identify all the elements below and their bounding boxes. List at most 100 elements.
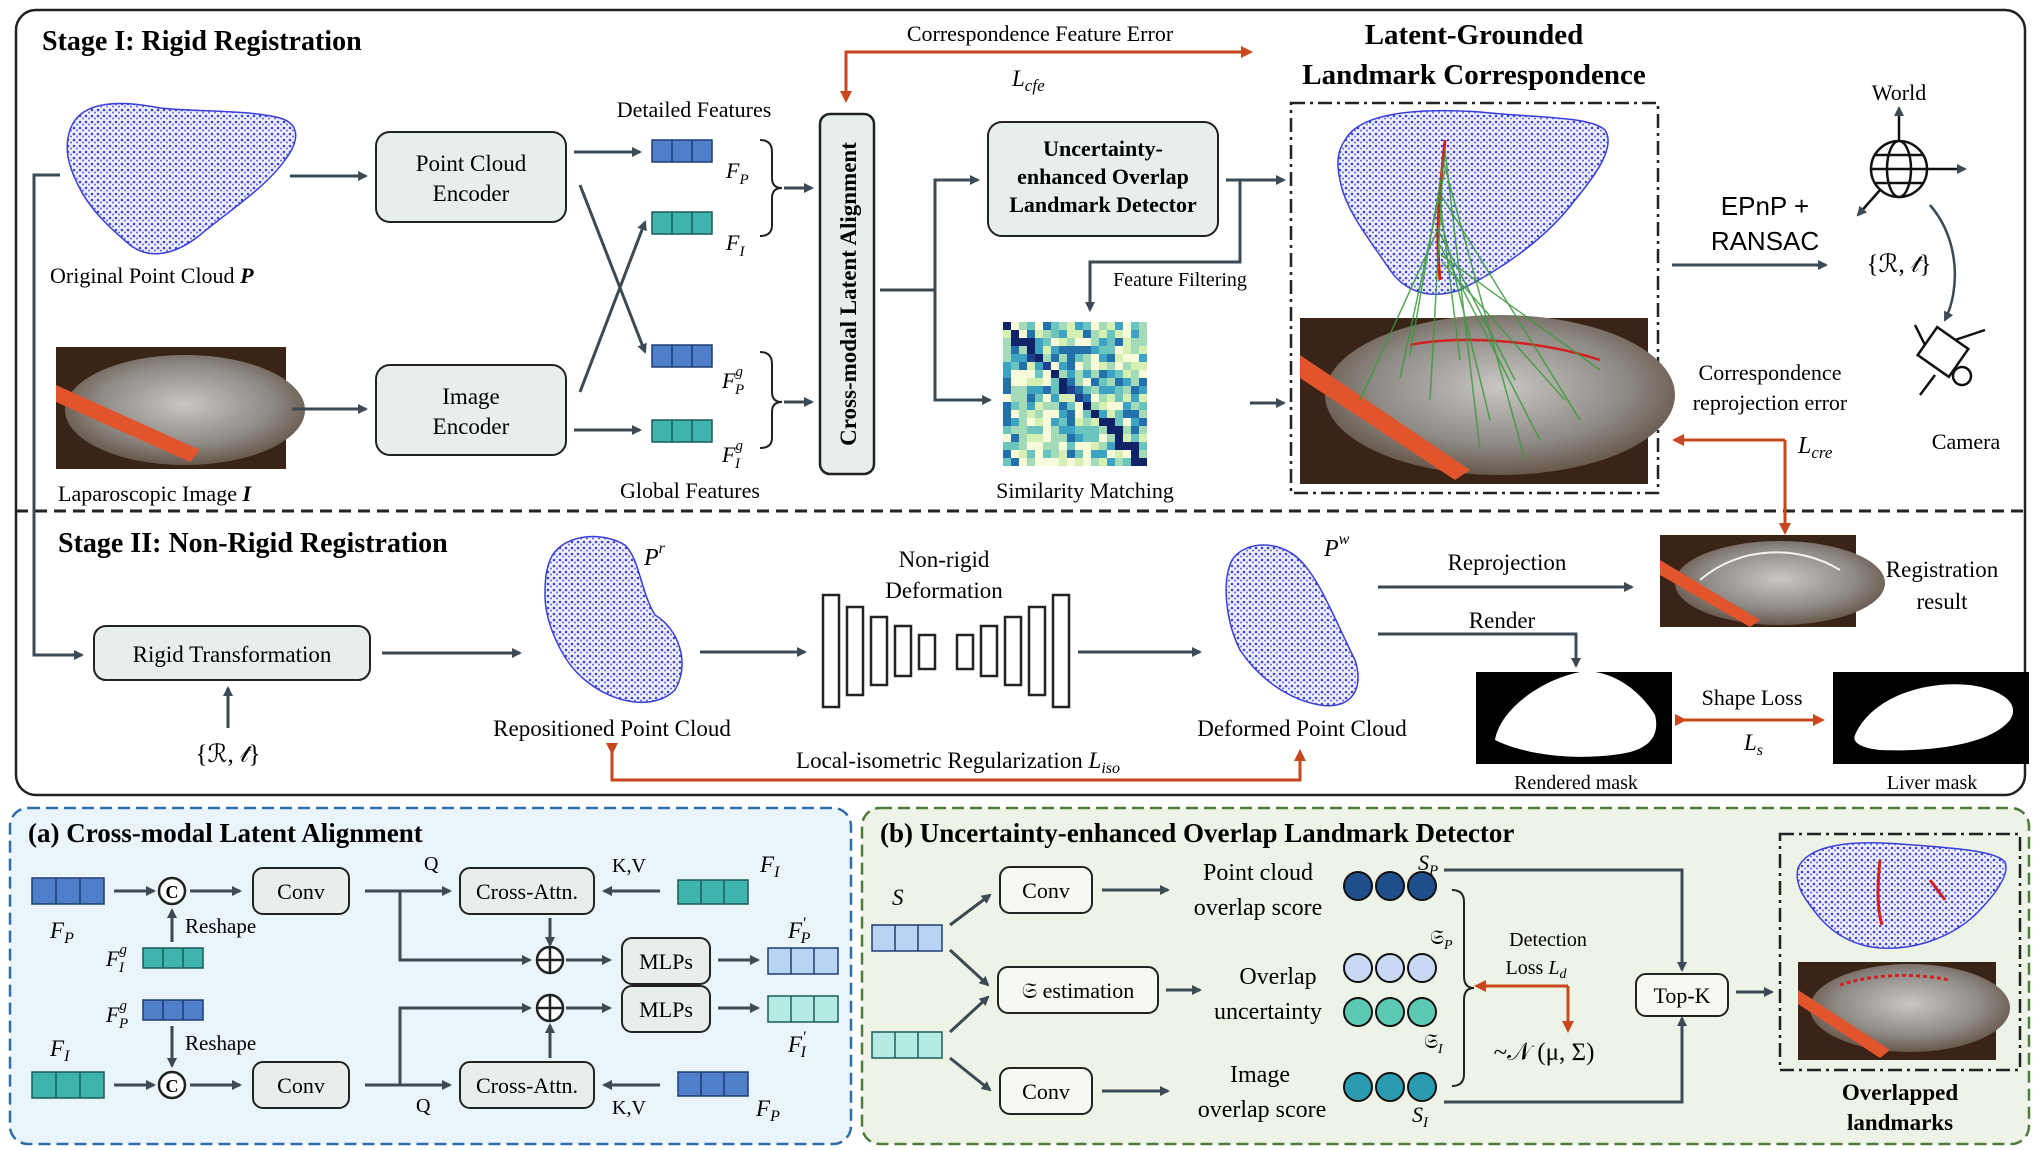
similarity-cell [1035,418,1043,426]
similarity-cell [1107,346,1115,354]
lglc-liver-pointcloud [1337,109,1609,295]
panel-a-kv-top: K,V [612,855,646,877]
similarity-cell [1043,346,1051,354]
similarity-cell [1003,450,1011,458]
similarity-cell [1059,330,1067,338]
feature-fp-detailed [651,139,713,163]
similarity-cell [1043,426,1051,434]
cre-label-1: Correspondence [1699,360,1842,385]
similarity-cell [1115,426,1123,434]
epnp-line1: EPnP + [1721,191,1809,221]
similarity-cell [1043,330,1051,338]
similarity-cell [1027,450,1035,458]
panel-b-frame [860,806,2031,1146]
lglc-title-1: Latent-Grounded [1365,19,1584,51]
similarity-cell [1075,354,1083,362]
rendered-mask-label: Rendered mask [1514,772,1638,794]
similarity-cell [1139,362,1147,370]
similarity-cell [1075,418,1083,426]
panel-a-fp-prime-out [767,947,839,975]
stage1-title: Stage I: Rigid Registration [42,26,362,57]
similarity-cell [1003,386,1011,394]
panel-b-detection-2: Loss Ld [1506,957,1568,982]
similarity-cell [1075,370,1083,378]
panel-b-topk-box [1635,973,1729,1017]
similarity-cell [1075,362,1083,370]
panel-a-concat-top [157,876,187,906]
similarity-cell [1035,442,1043,450]
similarity-cell [1035,322,1043,330]
similarity-cell [1051,362,1059,370]
similarity-cell [1019,354,1027,362]
similarity-cell [1099,370,1107,378]
similarity-cell [1067,322,1075,330]
similarity-cell [1123,458,1131,466]
similarity-cell [1019,434,1027,442]
similarity-cell [1131,434,1139,442]
similarity-cell [1083,354,1091,362]
panel-a-fi-input [31,1071,105,1099]
panel-b-landmarks-frame [1778,832,2022,1072]
panel-b-frak-i-circles [1343,997,1437,1027]
similarity-cell [1003,370,1011,378]
similarity-cell [1019,370,1027,378]
similarity-cell [1083,346,1091,354]
similarity-cell [1107,434,1115,442]
registration-result-2: result [1916,589,1968,614]
similarity-cell [1075,330,1083,338]
similarity-cell [1003,418,1011,426]
panel-b-fp-label: S [892,885,904,910]
similarity-cell [1019,322,1027,330]
similarity-cell [1067,362,1075,370]
rigid-transformation-box [93,625,371,681]
similarity-cell [1027,458,1035,466]
similarity-cell [1123,402,1131,410]
similarity-cell [1123,370,1131,378]
similarity-cell [1067,418,1075,426]
similarity-cell [1027,322,1035,330]
image-encoder-line2: Encoder [433,414,510,439]
similarity-cell [1027,346,1035,354]
similarity-cell [1083,402,1091,410]
similarity-cell [1123,394,1131,402]
similarity-cell [1139,378,1147,386]
cre-label-2: reprojection error [1693,390,1848,415]
similarity-cell [1035,458,1043,466]
similarity-cell [1019,426,1027,434]
panel-b-frak-p-label: 𝔖P [1430,927,1453,953]
panel-a-mlps-top [621,937,711,985]
similarity-matrix [1003,322,1147,466]
similarity-cell [1011,338,1019,346]
feature-fi-detailed [651,211,713,235]
lglc-frame [1289,101,1660,495]
similarity-cell [1043,418,1051,426]
similarity-cell [1011,426,1019,434]
similarity-cell [1059,458,1067,466]
similarity-cell [1051,322,1059,330]
similarity-cell [1083,330,1091,338]
similarity-cell [1027,426,1035,434]
similarity-cell [1067,458,1075,466]
panel-b-conv-top-label: Conv [1022,878,1070,903]
deformed-label: Deformed Point Cloud [1197,716,1407,741]
panel-b-frak-i-label: 𝔖I [1424,1031,1444,1057]
repositioned-point-cloud [544,535,683,703]
similarity-cell [1083,338,1091,346]
nonrigid-line1: Non-rigid [899,547,990,572]
similarity-cell [1083,434,1091,442]
reprojection-label: Reprojection [1448,550,1567,575]
similarity-cell [1027,362,1035,370]
similarity-cell [1099,330,1107,338]
rt-stage2: {ℛ, 𝓉} [196,741,261,768]
panel-b-arrow-fp-conv [949,893,992,927]
similarity-cell [1091,322,1099,330]
similarity-cell [1059,434,1067,442]
similarity-cell [1043,450,1051,458]
similarity-cell [1035,362,1043,370]
similarity-cell [1019,418,1027,426]
panel-b-arrow-fp-est [948,948,990,987]
global-features-label: Global Features [620,478,760,503]
similarity-cell [1019,362,1027,370]
similarity-cell [1075,378,1083,386]
similarity-cell [1019,338,1027,346]
